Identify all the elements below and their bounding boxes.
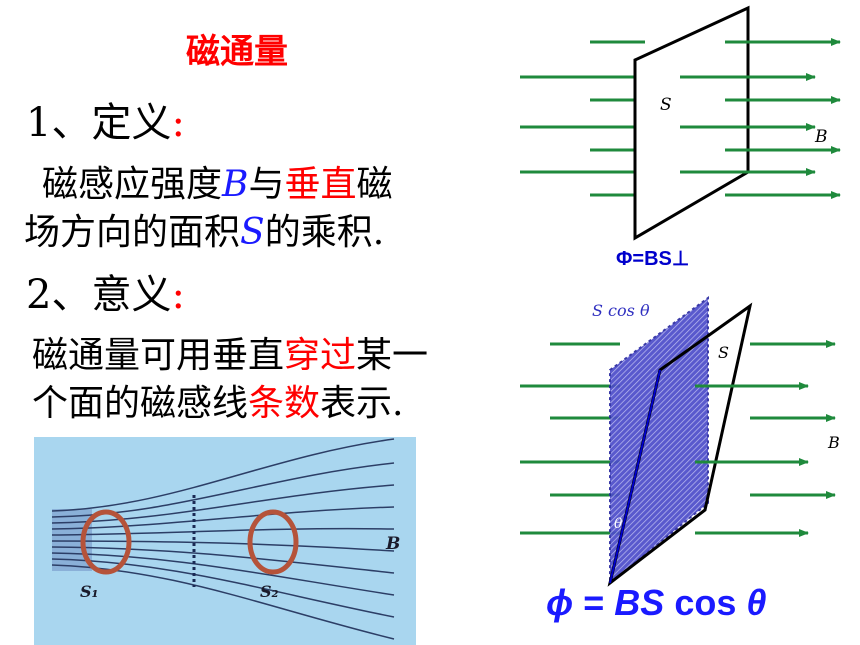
meaning-text-c: 某一 [356,335,429,376]
definition-line2: 场方向的面积S的乘积. [24,203,384,255]
field-b-label-left: B [385,534,400,554]
projection-label: S cos θ [592,301,650,320]
flux-formula-perpendicular: Φ=BS⊥ [616,248,690,270]
angle-theta-label: θ [614,516,623,532]
meaning-text-d: 个面的磁感线 [32,383,249,424]
s1-label: S₁ [80,582,99,601]
meaning-text-a: 磁通量可用垂直 [32,335,285,376]
field-lines-back [520,40,645,197]
tilted-edge [609,369,661,584]
tilted-s-label: S [718,343,729,362]
formula-phi: ϕ [546,582,574,623]
surface-s-label: S [660,95,672,115]
def-text-area: 场方向的面积 [24,212,241,253]
section1-colon: : [171,100,185,146]
def-symbol-b: B [222,164,249,205]
def-text-e: 磁 [356,164,393,205]
section1-heading-text: 1、定义 [26,100,172,146]
projected-surface [609,296,709,586]
tilted-flux-figure: S cos θ S B θ [520,296,840,587]
section2-heading: 2、意义: [26,262,185,320]
meaning-text-count: 条数 [248,383,321,424]
def-symbol-s: S [240,212,265,253]
def-text-product: 的乘积. [264,212,385,253]
loop-s2 [247,509,299,575]
tilted-b-label: B [827,433,840,452]
meaning-text-through: 穿过 [284,335,357,376]
formula-cos: cos [664,582,747,623]
def-text-c: 与 [248,164,285,205]
section2-colon: : [171,272,185,318]
tilted-field-lines-front [695,340,836,537]
def-text-a: 磁感应强度 [42,164,223,205]
formula-bs: BS [614,582,665,623]
s2-label: S₂ [260,582,279,601]
tilted-field-lines-back [520,342,620,535]
meaning-text-f: 表示. [320,383,404,424]
section2-heading-text: 2、意义 [26,272,172,318]
field-lines-figure: S₁ S₂ B [34,437,416,645]
formula-theta: θ [746,582,767,623]
section1-heading: 1、定义: [26,90,185,148]
page-title: 磁通量 [186,32,288,72]
flux-formula-angle: ϕ = BS cos θ [546,582,766,624]
meaning-line2: 个面的磁感线条数表示. [32,374,403,426]
field-b-label: B [814,127,828,147]
def-text-perpendicular: 垂直 [284,164,357,205]
field-lines-front [680,38,841,199]
formula-equals: = [573,582,615,623]
loop-s1 [80,509,132,575]
definition-line1: 磁感应强度B与垂直磁 [42,155,393,207]
meaning-line1: 磁通量可用垂直穿过某一 [32,326,428,378]
perpendicular-flux-figure: S B [520,5,841,241]
